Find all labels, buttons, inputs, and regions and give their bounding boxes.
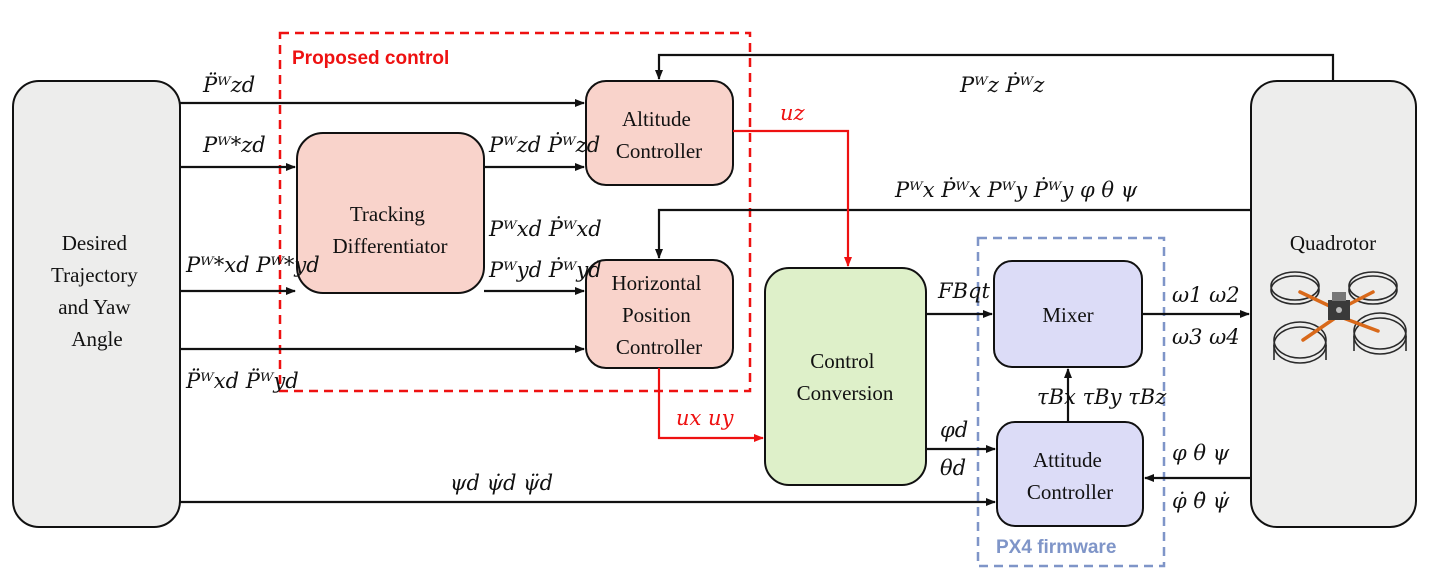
signal-theta-d: θd	[940, 456, 966, 480]
quadrotor-label: Quadrotor	[1290, 231, 1376, 255]
quadrotor-drone-icon	[1270, 271, 1407, 364]
signal-xy-feedback: Pᵂx Ṗᵂx Pᵂy Ṗᵂy φ θ ψ	[894, 178, 1138, 202]
signal-attitude: φ θ ψ	[1172, 441, 1230, 465]
signal-psi-cmd: ψd ψ̇d ψ̈d	[450, 471, 553, 495]
tracking-differentiator-block	[296, 132, 485, 294]
signal-td-y-out: Pᵂyd Ṗᵂyd	[488, 258, 602, 282]
signal-pxyd-ddot: P̈ᵂxd P̈ᵂyd	[185, 369, 299, 393]
arrow-xy-feedback	[655, 208, 1251, 259]
tracking-differentiator-label: Tracking Differentiator	[332, 202, 447, 258]
altitude-controller-block	[585, 80, 734, 186]
mixer-label: Mixer	[1042, 303, 1093, 327]
signal-tau: τBx τBy τBz	[1037, 385, 1167, 409]
signal-attitude-rate: φ̇ θ̇ ψ̇	[1172, 489, 1230, 513]
signal-phi-d: φd	[940, 418, 968, 442]
signal-td-x-out: Pᵂxd Ṗᵂxd	[488, 217, 602, 241]
desired-trajectory-block	[12, 80, 181, 528]
signal-pxyd-star: Pᵂ*xd Pᵂ*yd	[185, 253, 320, 277]
control-conversion-label: Control Conversion	[797, 349, 894, 405]
arrow-z-feedback	[655, 53, 1335, 81]
signal-pzd-ddot: P̈ᵂzd	[202, 73, 255, 97]
arrow-uz	[733, 129, 852, 267]
signal-uxy: ux uy	[676, 406, 735, 430]
proposed-control-title: Proposed control	[292, 48, 449, 69]
signal-omega-12: ω1 ω2	[1172, 283, 1240, 307]
signal-omega-34: ω3 ω4	[1172, 325, 1240, 349]
arrow-uxy	[657, 368, 764, 442]
proposed-control-region	[278, 31, 752, 393]
signal-td-z-out: Pᵂzd Ṗᵂzd	[488, 133, 600, 157]
signal-pzd-star: Pᵂ*zd	[202, 133, 266, 157]
attitude-controller-label: Attitude Controller	[1027, 448, 1113, 504]
px4-firmware-title: PX4 firmware	[996, 537, 1116, 558]
attitude-controller-block	[996, 421, 1144, 527]
px4-title-mask	[990, 535, 1154, 561]
altitude-controller-label: Altitude Controller	[616, 107, 702, 163]
px4-firmware-region	[976, 236, 1166, 568]
signal-fqt: FBqt	[937, 279, 990, 303]
horizontal-position-controller-label: Horizontal Position Controller	[611, 271, 706, 359]
signal-z-feedback: Pᵂz Ṗᵂz	[959, 73, 1045, 97]
control-conversion-block	[764, 267, 927, 486]
signal-uz: uz	[780, 101, 806, 125]
desired-trajectory-label: Desired Trajectory and Yaw Angle	[51, 231, 143, 351]
